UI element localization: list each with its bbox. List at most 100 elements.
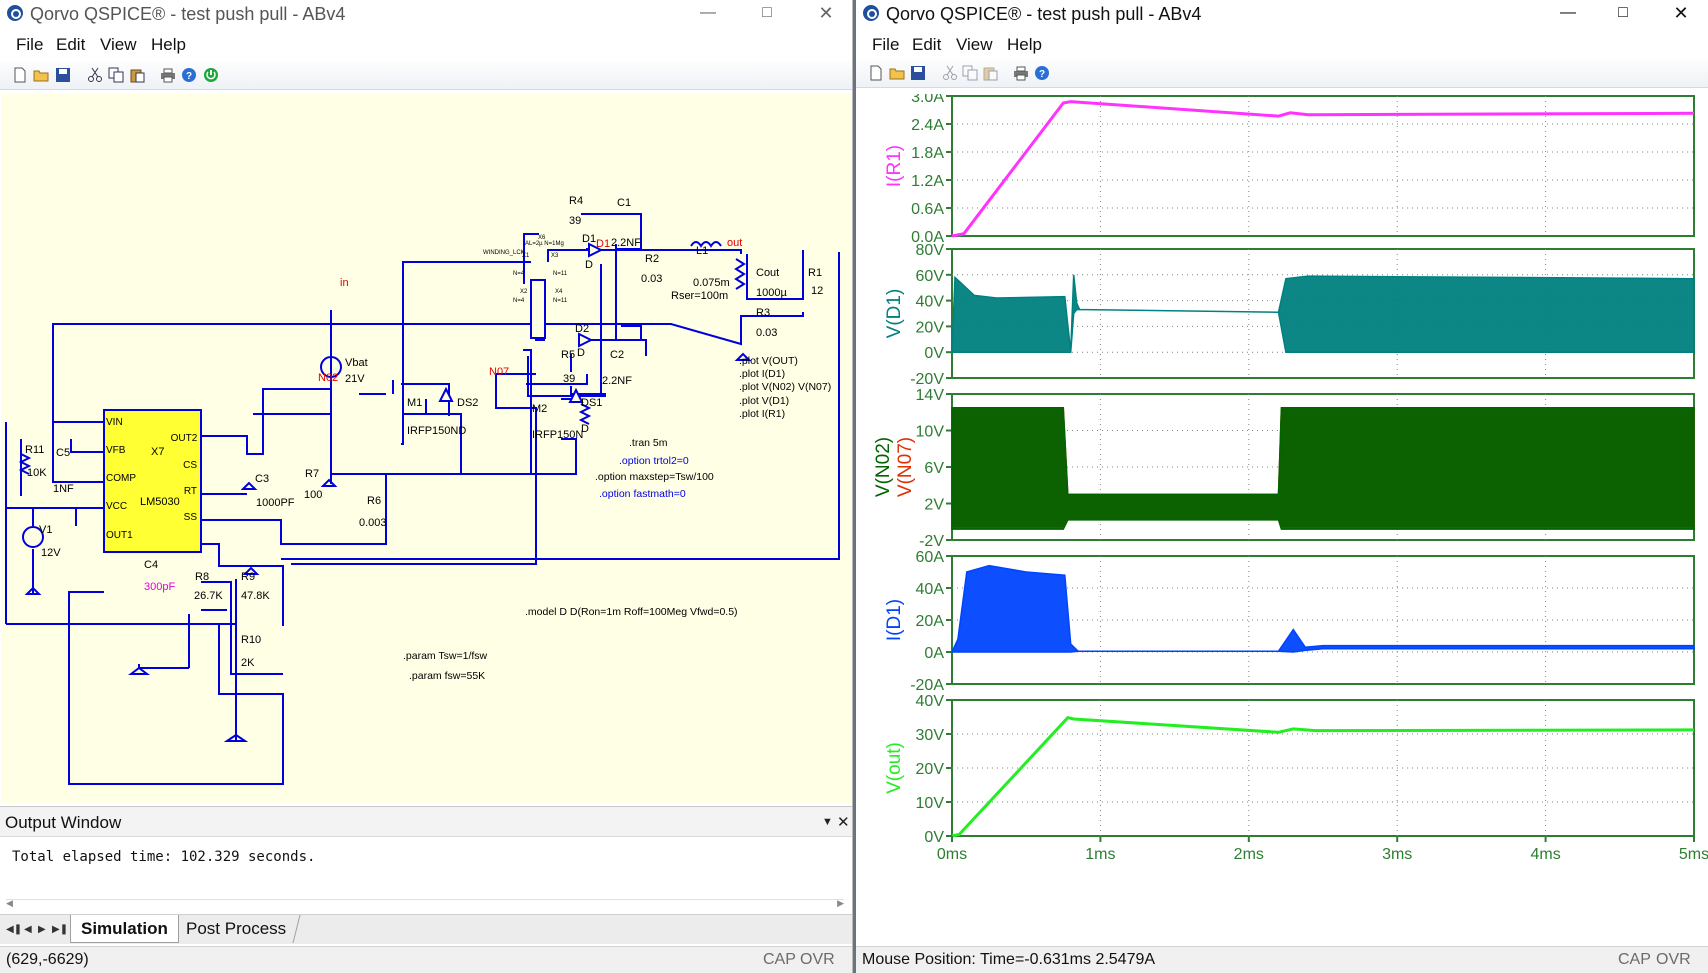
- menu-file[interactable]: File: [16, 35, 44, 54]
- label-ds2: DS2: [457, 397, 478, 409]
- overwrite-indicator: OVR: [1656, 951, 1691, 968]
- label-m2-model: IRFP150N: [532, 429, 583, 441]
- directive-fastmath: .option fastmath=0: [599, 488, 686, 500]
- plot-pane-frame: [951, 95, 1695, 237]
- resistor-r1: [734, 258, 746, 290]
- label-x2: X2: [520, 289, 528, 295]
- close-icon[interactable]: ✕: [1673, 3, 1689, 23]
- title-bar[interactable]: Qorvo QSPICE® - test push pull - ABv4 — …: [0, 0, 852, 26]
- tab-simulation[interactable]: Simulation: [70, 915, 179, 943]
- net-out: out: [727, 237, 742, 249]
- y-tick-label: 60V: [916, 268, 945, 285]
- vbat-source-icon: [320, 356, 342, 378]
- pin-vin: VIN: [106, 417, 123, 428]
- pin-comp: COMP: [106, 473, 136, 484]
- copy-icon[interactable]: [108, 67, 124, 83]
- y-tick-label: 2.4A: [911, 117, 944, 134]
- x-tick-label: 0ms: [937, 846, 967, 863]
- menu-bar: File Edit View Help: [0, 30, 852, 60]
- label-r5-value: 39: [563, 373, 575, 385]
- paste-icon[interactable]: [982, 65, 998, 81]
- minimize-icon[interactable]: —: [1560, 4, 1576, 21]
- pin-ss: SS: [184, 512, 198, 523]
- label-cout-value: 1000µ: [756, 287, 787, 299]
- scroll-right-icon[interactable]: ▶: [837, 898, 844, 908]
- label-n4-b: N=4: [513, 298, 525, 304]
- help-icon[interactable]: ?: [181, 67, 197, 83]
- menu-view[interactable]: View: [956, 35, 993, 54]
- new-file-icon[interactable]: [12, 67, 28, 83]
- waveform-window: Qorvo QSPICE® - test push pull - ABv4 — …: [856, 0, 1708, 973]
- label-c2-value: 2.2NF: [602, 375, 632, 387]
- paste-icon[interactable]: [129, 67, 145, 83]
- print-icon[interactable]: [160, 67, 176, 83]
- label-ds1: DS1: [581, 397, 602, 409]
- title-bar[interactable]: Qorvo QSPICE® - test push pull - ABv4 — …: [856, 0, 1708, 26]
- open-folder-icon[interactable]: [33, 67, 49, 83]
- ic-pin-labels: VIN VFB COMP VCC OUT1 OUT2 CS RT SS: [106, 417, 198, 541]
- help-icon[interactable]: ?: [1034, 65, 1050, 81]
- save-icon[interactable]: [55, 67, 71, 83]
- horizontal-scrollbar[interactable]: ◀ ▶: [6, 898, 844, 909]
- cut-icon[interactable]: [942, 65, 958, 81]
- menu-help[interactable]: Help: [1007, 35, 1042, 54]
- tab-post-process[interactable]: Post Process: [172, 915, 301, 943]
- toolbar: ?: [856, 60, 1708, 88]
- cut-icon[interactable]: [87, 67, 103, 83]
- caps-lock-indicator: CAP: [1618, 951, 1651, 968]
- svg-text:?: ?: [186, 71, 192, 82]
- series-line: [951, 100, 1695, 238]
- schematic-canvas[interactable]: R4 39 C1 2.2NF D1 D R2 0.03 L1 0.075m Rs…: [1, 94, 852, 804]
- label-r2: R2: [645, 253, 659, 265]
- cursor-coordinates: (629,-6629): [6, 951, 89, 968]
- menu-view[interactable]: View: [100, 35, 137, 54]
- save-icon[interactable]: [910, 65, 926, 81]
- label-m1: M1: [407, 397, 422, 409]
- label-d2-model: D: [577, 347, 585, 359]
- scroll-left-icon[interactable]: ◀: [6, 898, 13, 908]
- tab-prev-icon[interactable]: ◀: [24, 924, 32, 935]
- run-icon[interactable]: [203, 67, 219, 83]
- y-axis-label: V(N07): [895, 437, 916, 497]
- open-folder-icon[interactable]: [889, 65, 905, 81]
- label-r10: R10: [241, 634, 261, 646]
- y-tick-label: 2V: [924, 497, 944, 514]
- pin-out2: OUT2: [171, 433, 198, 444]
- transformer-core: [530, 279, 546, 339]
- net-n02: N02: [318, 372, 338, 384]
- copy-icon[interactable]: [962, 65, 978, 81]
- y-tick-label: 20A: [916, 613, 945, 630]
- directive-param-tsw: .param Tsw=1/fsw: [403, 650, 488, 662]
- pin-vcc: VCC: [106, 501, 127, 512]
- label-r10-value: 2K: [241, 657, 255, 669]
- close-panel-icon[interactable]: ✕: [837, 814, 850, 831]
- label-d1-model: D: [585, 259, 593, 271]
- menu-file[interactable]: File: [872, 35, 900, 54]
- net-labels: in D1 out N02 N07: [318, 237, 742, 384]
- tab-next-icon[interactable]: ▶: [38, 924, 46, 935]
- maximize-icon[interactable]: □: [762, 4, 772, 21]
- menu-edit[interactable]: Edit: [912, 35, 942, 54]
- tab-first-icon[interactable]: ◀❚: [6, 924, 23, 935]
- tab-last-icon[interactable]: ▶❚: [52, 924, 69, 935]
- menu-help[interactable]: Help: [151, 35, 186, 54]
- y-tick-label: -2V: [919, 533, 944, 550]
- chevron-down-icon[interactable]: ▼: [822, 816, 833, 828]
- maximize-icon[interactable]: □: [1618, 4, 1628, 21]
- v1-source-icon: [22, 526, 44, 548]
- label-l1-rser: Rser=100m: [671, 290, 728, 302]
- sim-directives: .tran 5m .option trtol2=0 .option maxste…: [403, 437, 738, 682]
- y-tick-label: 0V: [924, 345, 944, 362]
- menu-edit[interactable]: Edit: [56, 35, 86, 54]
- y-axis-label: V(D1): [884, 289, 905, 339]
- print-icon[interactable]: [1013, 65, 1029, 81]
- y-tick-label: 1.8A: [911, 145, 944, 162]
- minimize-icon[interactable]: —: [700, 4, 716, 21]
- caps-lock-indicator: CAP: [763, 951, 796, 968]
- x-tick-label: 5ms: [1679, 846, 1708, 863]
- directive-maxstep: .option maxstep=Tsw/100: [595, 471, 714, 483]
- close-icon[interactable]: ✕: [818, 3, 834, 23]
- directive-trtol2: .option trtol2=0: [619, 455, 689, 467]
- new-file-icon[interactable]: [868, 65, 884, 81]
